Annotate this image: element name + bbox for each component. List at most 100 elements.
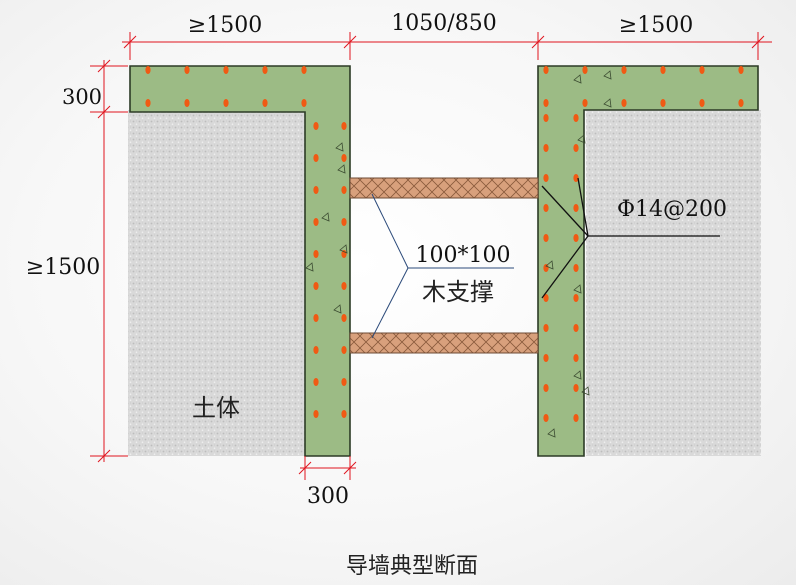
rebar-dot [621, 99, 627, 107]
rebar-dot [621, 66, 627, 74]
dim-top-left: ≥1500 [188, 13, 262, 38]
rebar-dot [313, 346, 319, 354]
aggregate-mark [335, 142, 344, 152]
dim-wall-depth: ≥1500 [26, 255, 100, 280]
rebar-dot [582, 99, 588, 107]
dim-wall-thickness: 300 [307, 484, 349, 509]
rebar-dot [699, 66, 705, 74]
rebar-dot [573, 384, 579, 392]
rebar-dot [543, 294, 549, 302]
rebar-dot [262, 66, 268, 74]
rebar-dot [573, 414, 579, 422]
rebar-dot [313, 250, 319, 258]
dim-top-gap: 1050/850 [391, 11, 496, 36]
rebar-dot [738, 66, 744, 74]
rebar-dot [543, 114, 549, 122]
aggregate-mark [339, 244, 348, 254]
rebar-dot [543, 99, 549, 107]
strut-name-label: 木支撑 [422, 278, 494, 306]
rebar-dot [573, 234, 579, 242]
aggregate-mark [581, 386, 590, 396]
rebar-dot [543, 234, 549, 242]
rebar-dot [313, 314, 319, 322]
rebar-dot [543, 324, 549, 332]
aggregate-mark [573, 74, 582, 84]
rebar-dot [573, 204, 579, 212]
rebar-dot [313, 122, 319, 130]
rebar-dot [573, 144, 579, 152]
aggregate-marks [305, 70, 612, 438]
diagram-caption: 导墙典型断面 [346, 554, 478, 579]
rebar-dot [313, 410, 319, 418]
timber-strut-bottom [349, 332, 539, 354]
rebar-dot [262, 99, 268, 107]
rebar-dots [145, 66, 744, 422]
timber-strut-top [349, 177, 539, 199]
dimension-lines [90, 32, 772, 480]
dim-cap-thickness: 300 [62, 85, 102, 109]
rebar-dot [573, 114, 579, 122]
rebar-dot [341, 378, 347, 386]
rebar-dot [184, 99, 190, 107]
soil-right [586, 110, 761, 456]
aggregate-mark [321, 212, 330, 222]
rebar-dot [699, 99, 705, 107]
rebar-dot [573, 174, 579, 182]
rebar-dot [543, 144, 549, 152]
rebar-dot [543, 204, 549, 212]
aggregate-mark [603, 98, 612, 108]
rebar-dot [660, 99, 666, 107]
rebar-dot [341, 122, 347, 130]
rebar-dot [341, 154, 347, 162]
aggregate-mark [305, 262, 314, 272]
rebar-leader [541, 177, 720, 299]
strut-leader [371, 193, 514, 339]
rebar-dot [313, 154, 319, 162]
rebar-dot [341, 186, 347, 194]
rebar-dot [341, 410, 347, 418]
strut-size-label: 100*100 [416, 243, 511, 268]
rebar-dot [573, 354, 579, 362]
rebar-dot [738, 99, 744, 107]
rebar-dot [341, 314, 347, 322]
rebar-dot [341, 218, 347, 226]
rebar-dot [543, 174, 549, 182]
rebar-dot [313, 378, 319, 386]
rebar-dot [341, 346, 347, 354]
rebar-dot [223, 99, 229, 107]
rebar-label: Φ14@200 [617, 197, 727, 222]
rebar-dot [145, 66, 151, 74]
dim-top-right: ≥1500 [619, 13, 693, 38]
rebar-dot [301, 99, 307, 107]
rebar-dot [301, 66, 307, 74]
rebar-dot [573, 264, 579, 272]
rebar-dot [543, 66, 549, 74]
rebar-dot [543, 414, 549, 422]
rebar-dot [313, 218, 319, 226]
aggregate-mark [333, 304, 342, 314]
aggregate-mark [547, 428, 556, 438]
aggregate-mark [573, 284, 582, 294]
rebar-dot [313, 186, 319, 194]
rebar-dot [313, 282, 319, 290]
rebar-dot [573, 294, 579, 302]
rebar-dot [582, 66, 588, 74]
aggregate-mark [337, 164, 346, 174]
guide-wall-right [537, 65, 759, 457]
aggregate-mark [577, 134, 586, 144]
rebar-dot [145, 99, 151, 107]
aggregate-mark [545, 260, 554, 270]
soil-label: 土体 [192, 394, 240, 422]
rebar-dot [660, 66, 666, 74]
soil-left [128, 110, 306, 456]
rebar-dot [223, 66, 229, 74]
rebar-dot [184, 66, 190, 74]
rebar-dot [543, 384, 549, 392]
rebar-dot [543, 354, 549, 362]
rebar-dot [543, 264, 549, 272]
rebar-dot [573, 324, 579, 332]
aggregate-mark [603, 70, 612, 80]
aggregate-mark [573, 370, 582, 380]
rebar-dot [341, 282, 347, 290]
